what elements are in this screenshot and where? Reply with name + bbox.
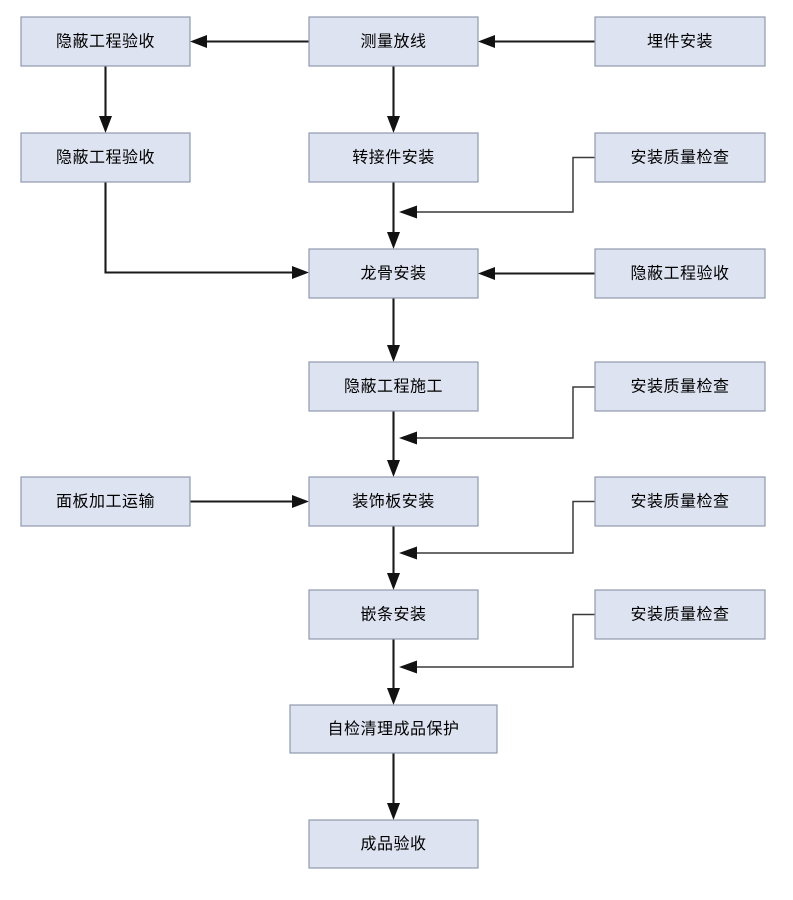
node-label: 面板加工运输 (56, 493, 155, 511)
node-celiang-fangxian[interactable]: 测量放线 (308, 16, 479, 67)
node-chengpin-yanshou[interactable]: 成品验收 (308, 819, 479, 869)
node-yinbi-gongcheng-shigong[interactable]: 隐蔽工程施工 (308, 361, 479, 412)
node-label: 装饰板安装 (352, 493, 435, 511)
node-layer: 隐蔽工程验收 测量放线 埋件安装 隐蔽工程验收 转接件安装 (20, 16, 766, 869)
node-label: 龙骨安装 (360, 265, 426, 283)
node-label: 安装质量检查 (630, 378, 729, 396)
edge-yinbi1-to-yinbi2 (99, 66, 112, 133)
node-label: 安装质量检查 (630, 606, 729, 624)
node-label: 嵌条安装 (360, 606, 426, 624)
edge-zijian-to-chengpin (387, 753, 400, 820)
edge-qc-row-zhuangshiban-feed (399, 500, 595, 560)
node-label: 埋件安装 (647, 33, 713, 51)
edge-layer (99, 35, 595, 820)
node-zhuangshiban-anzhuang[interactable]: 装饰板安装 (308, 476, 479, 527)
node-label: 安装质量检查 (630, 149, 729, 167)
edge-longgu-to-yinbishigong (387, 298, 400, 362)
edge-qc-row4-feed (399, 386, 595, 445)
node-yinbi-gongcheng-yanshou-2[interactable]: 隐蔽工程验收 (20, 132, 191, 183)
node-label: 成品验收 (360, 835, 426, 853)
node-label: 测量放线 (360, 33, 426, 51)
edge-mianban-to-zhuangshiban (190, 495, 309, 508)
node-label: 转接件安装 (352, 149, 435, 167)
node-label: 自检清理成品保护 (327, 720, 459, 738)
node-label: 隐蔽工程验收 (630, 265, 729, 283)
node-zhuanjiejian-anzhuang[interactable]: 转接件安装 (308, 132, 479, 183)
node-longgu-anzhuang[interactable]: 龙骨安装 (308, 248, 479, 299)
edge-celiang-to-yinbi1 (190, 35, 309, 48)
edge-qc-row2-feed (399, 156, 595, 219)
edge-celiang-to-zhuanjiejian (387, 66, 400, 133)
edge-qiantiao-to-zijian (387, 639, 400, 705)
node-yinbi-gongcheng-yanshou-3[interactable]: 隐蔽工程验收 (594, 248, 766, 299)
node-zijian-qingli-chengpin-baohu[interactable]: 自检清理成品保护 (289, 704, 498, 754)
edge-qc-row-qiantiao-feed (399, 613, 595, 674)
node-qiantiao-anzhuang[interactable]: 嵌条安装 (308, 589, 479, 640)
edge-yinbi-right-to-longgu (478, 267, 595, 280)
edge-maijian-to-celiang (478, 35, 595, 48)
node-anzhuang-zhiliang-jiancha-4[interactable]: 安装质量检查 (594, 589, 766, 640)
node-label: 隐蔽工程验收 (56, 33, 155, 51)
node-label: 安装质量检查 (630, 493, 729, 511)
edge-yinbi2-to-longgu (104, 182, 309, 279)
node-yinbi-gongcheng-yanshou-1[interactable]: 隐蔽工程验收 (20, 16, 191, 67)
edge-zhuangshiban-to-qiantiao (387, 526, 400, 590)
edge-zhuanjiejian-to-longgu (387, 182, 400, 249)
edge-yinbishigong-to-zhuangshiban (387, 411, 400, 477)
node-label: 隐蔽工程施工 (344, 378, 443, 396)
node-label: 隐蔽工程验收 (56, 149, 155, 167)
node-anzhuang-zhiliang-jiancha-2[interactable]: 安装质量检查 (594, 361, 766, 412)
node-anzhuang-zhiliang-jiancha-1[interactable]: 安装质量检查 (594, 132, 766, 183)
node-anzhuang-zhiliang-jiancha-3[interactable]: 安装质量检查 (594, 476, 766, 527)
node-mianban-jiagong-yunshu[interactable]: 面板加工运输 (20, 476, 191, 527)
node-maijian-anzhuang[interactable]: 埋件安装 (594, 16, 766, 67)
